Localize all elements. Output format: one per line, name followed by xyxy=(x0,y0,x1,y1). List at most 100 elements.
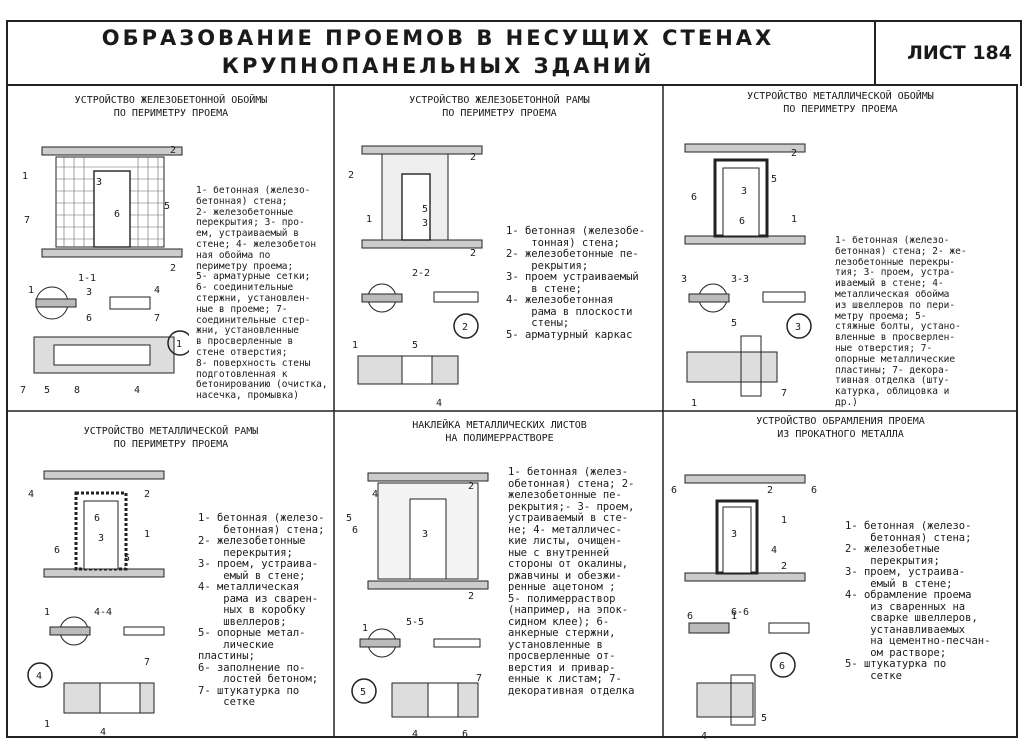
svg-text:1: 1 xyxy=(352,340,358,351)
svg-text:2: 2 xyxy=(791,148,797,159)
panel-metal-jacket: УСТРОЙСТВО МЕТАЛЛИЧЕСКОЙ ОБОЙМЫ ПО ПЕРИМ… xyxy=(665,86,1016,411)
svg-text:2: 2 xyxy=(144,489,150,500)
svg-text:3: 3 xyxy=(681,274,687,285)
panel-title: УСТРОЙСТВО ЖЕЛЕЗОБЕТОННОЙ ОБОЙМЫ ПО ПЕРИ… xyxy=(74,95,268,119)
svg-text:5: 5 xyxy=(771,174,777,185)
svg-text:4: 4 xyxy=(436,398,442,409)
svg-text:5: 5 xyxy=(44,385,50,396)
svg-text:4: 4 xyxy=(154,285,160,296)
svg-text:4-4: 4-4 xyxy=(94,607,112,618)
title-block: ОБРАЗОВАНИЕ ПРОЕМОВ В НЕСУЩИХ СТЕНАХ КРУ… xyxy=(6,20,1022,86)
svg-text:3: 3 xyxy=(98,533,104,544)
svg-text:2: 2 xyxy=(462,322,468,333)
svg-text:3: 3 xyxy=(731,529,737,540)
svg-text:2: 2 xyxy=(767,485,773,496)
panel-grid xyxy=(6,84,1018,738)
svg-text:1: 1 xyxy=(22,171,28,182)
svg-text:7: 7 xyxy=(154,313,160,324)
title-divider xyxy=(874,22,876,86)
svg-text:5: 5 xyxy=(731,318,737,329)
panel-title: НАКЛЕЙКА МЕТАЛЛИЧЕСКИХ ЛИСТОВ НА ПОЛИМЕР… xyxy=(412,420,587,444)
svg-text:1: 1 xyxy=(144,529,150,540)
svg-text:6: 6 xyxy=(691,192,697,203)
svg-text:6: 6 xyxy=(94,513,100,524)
svg-text:6: 6 xyxy=(779,661,785,672)
svg-text:2: 2 xyxy=(470,248,476,259)
svg-text:5: 5 xyxy=(124,553,130,564)
svg-text:2: 2 xyxy=(470,152,476,163)
panel-title: УСТРОЙСТВО МЕТАЛЛИЧЕСКОЙ ОБОЙМЫ ПО ПЕРИМ… xyxy=(747,91,934,115)
panel-reinforced-concrete-frame: УСТРОЙСТВО ЖЕЛЕЗОБЕТОННОЙ РАМЫ ПО ПЕРИМЕ… xyxy=(336,86,663,411)
svg-text:3: 3 xyxy=(795,322,801,333)
svg-text:5: 5 xyxy=(360,687,366,698)
svg-text:6: 6 xyxy=(54,545,60,556)
svg-text:7: 7 xyxy=(24,215,30,226)
svg-text:5: 5 xyxy=(422,204,428,215)
svg-text:7: 7 xyxy=(20,385,26,396)
svg-text:1: 1 xyxy=(731,611,737,622)
svg-text:1: 1 xyxy=(44,607,50,618)
grid-lines xyxy=(8,86,1016,736)
svg-text:1: 1 xyxy=(791,214,797,225)
svg-text:4: 4 xyxy=(36,671,42,682)
svg-text:6: 6 xyxy=(811,485,817,496)
svg-text:4: 4 xyxy=(372,489,378,500)
panel-legend: 1- бетонная (железо- бетонная) стена; 2-… xyxy=(835,235,967,408)
panel-metal-sheets-glued: НАКЛЕЙКА МЕТАЛЛИЧЕСКИХ ЛИСТОВ НА ПОЛИМЕР… xyxy=(336,413,663,740)
svg-text:6: 6 xyxy=(687,611,693,622)
svg-text:3-3: 3-3 xyxy=(731,274,749,285)
svg-text:4: 4 xyxy=(701,731,707,742)
panel-legend: 1- бетонная (железо- бетонная) стена; 2-… xyxy=(845,520,991,682)
svg-text:3: 3 xyxy=(422,218,428,229)
svg-text:3: 3 xyxy=(96,177,102,188)
svg-text:3: 3 xyxy=(86,287,92,298)
svg-text:7: 7 xyxy=(781,388,787,399)
svg-text:1: 1 xyxy=(176,339,182,350)
svg-text:6: 6 xyxy=(739,216,745,227)
svg-text:4: 4 xyxy=(100,727,106,738)
svg-text:5: 5 xyxy=(412,340,418,351)
panel-legend: 1- бетонная (железо- бетонная) стена; 2-… xyxy=(196,185,328,402)
svg-text:5-5: 5-5 xyxy=(406,617,424,628)
svg-text:1: 1 xyxy=(691,398,697,409)
svg-text:1: 1 xyxy=(362,623,368,634)
svg-text:1: 1 xyxy=(28,285,34,296)
svg-text:8: 8 xyxy=(74,385,80,396)
svg-text:2: 2 xyxy=(348,170,354,181)
svg-text:2: 2 xyxy=(170,145,176,156)
sheet-title-line-2: КРУПНОПАНЕЛЬНЫХ ЗДАНИЙ xyxy=(221,54,655,78)
panel-legend: 1- бетонная (желез- обетонная) стена; 2-… xyxy=(508,466,635,697)
svg-text:3: 3 xyxy=(741,186,747,197)
svg-text:4: 4 xyxy=(134,385,140,396)
svg-text:4: 4 xyxy=(28,489,34,500)
svg-text:2: 2 xyxy=(468,591,474,602)
svg-text:1: 1 xyxy=(781,515,787,526)
svg-text:7: 7 xyxy=(144,657,150,668)
svg-text:1: 1 xyxy=(44,719,50,730)
svg-text:2-2: 2-2 xyxy=(412,268,430,279)
panel-legend: 1- бетонная (железо- бетонная) стена; 2-… xyxy=(198,512,325,708)
svg-text:6: 6 xyxy=(352,525,358,536)
svg-text:2: 2 xyxy=(781,561,787,572)
wall-elevation-drawing: 6 3 6 5 2 1 4 4-4 4 1 7 4 1 xyxy=(27,470,165,738)
svg-text:2: 2 xyxy=(170,263,176,274)
wall-elevation-drawing: 3 6 6 5 2 1 3-3 3 3 5 7 1 xyxy=(681,143,812,409)
svg-text:4: 4 xyxy=(771,545,777,556)
panel-metal-frame: УСТРОЙСТВО МЕТАЛЛИЧЕСКОЙ РАМЫ ПО ПЕРИМЕТ… xyxy=(8,413,334,738)
svg-text:6: 6 xyxy=(671,485,677,496)
svg-text:3: 3 xyxy=(422,529,428,540)
panel-title: УСТРОЙСТВО МЕТАЛЛИЧЕСКОЙ РАМЫ ПО ПЕРИМЕТ… xyxy=(83,426,259,450)
panel-rolled-metal-framing: УСТРОЙСТВО ОБРАМЛЕНИЯ ПРОЕМА ИЗ ПРОКАТНО… xyxy=(665,413,1016,742)
panel-legend: 1- бетонная (железобе- тонная) стена; 2-… xyxy=(506,225,646,341)
svg-text:5: 5 xyxy=(761,713,767,724)
sheet-number: ЛИСТ 184 xyxy=(907,42,1012,64)
svg-text:5: 5 xyxy=(346,513,352,524)
svg-text:6: 6 xyxy=(462,729,468,740)
panel-title: УСТРОЙСТВО ЖЕЛЕЗОБЕТОННОЙ РАМЫ ПО ПЕРИМЕ… xyxy=(409,95,590,119)
svg-text:6: 6 xyxy=(86,313,92,324)
panel-title: УСТРОЙСТВО ОБРАМЛЕНИЯ ПРОЕМА ИЗ ПРОКАТНО… xyxy=(756,416,925,440)
svg-text:2: 2 xyxy=(468,481,474,492)
panel-reinforced-concrete-jacket: УСТРОЙСТВО ЖЕЛЕЗОБЕТОННОЙ ОБОЙМЫ ПО ПЕРИ… xyxy=(8,86,334,411)
